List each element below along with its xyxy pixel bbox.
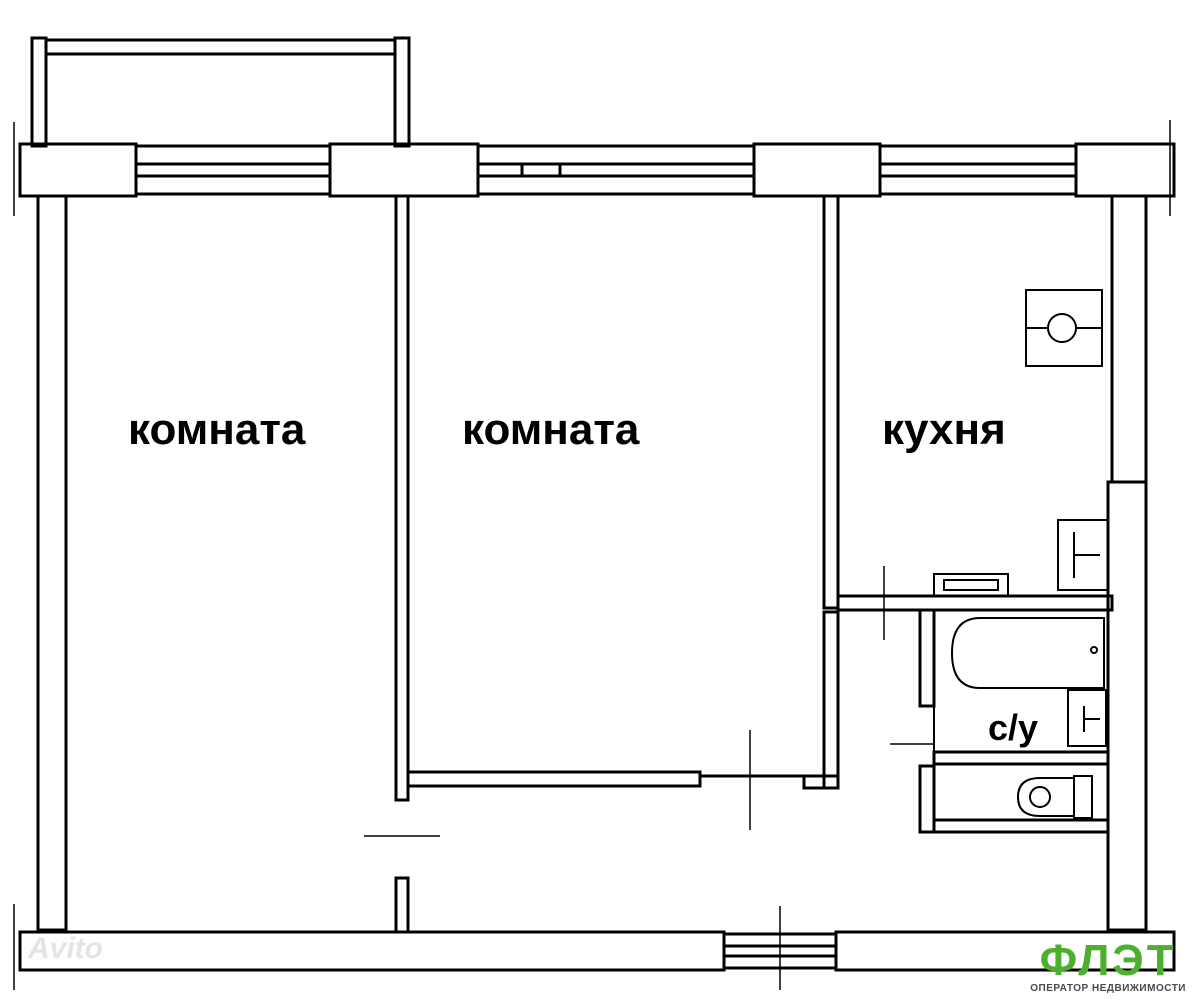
door-marks bbox=[13, 120, 1171, 990]
kitchen-label: кухня bbox=[882, 405, 1006, 454]
right-wall bbox=[1106, 194, 1148, 932]
washbasin-icon bbox=[1067, 689, 1107, 747]
room2-bottom-wall bbox=[406, 770, 702, 788]
partition-rooms bbox=[394, 194, 410, 934]
kitchen-sink-icon bbox=[1057, 519, 1109, 591]
avito-watermark: Avito bbox=[28, 932, 103, 965]
company-logo: ФЛЭТ ОПЕРАТОР НЕДВИЖИМОСТИ bbox=[1030, 936, 1186, 995]
stove-icon bbox=[1025, 289, 1103, 367]
logo-title: ФЛЭТ bbox=[1039, 936, 1177, 985]
bottom-wall bbox=[18, 930, 1176, 972]
bathtub-icon bbox=[933, 609, 1109, 753]
left-wall bbox=[36, 194, 68, 932]
balcony bbox=[30, 36, 411, 148]
bathroom-label: с/у bbox=[988, 707, 1039, 748]
logo-subtitle: ОПЕРАТОР НЕДВИЖИМОСТИ bbox=[1030, 983, 1186, 994]
toilet-icon bbox=[1016, 775, 1093, 819]
top-wall bbox=[18, 142, 1176, 198]
room2-label: комната bbox=[462, 405, 640, 454]
partition-kitchen bbox=[802, 194, 840, 790]
bathroom-walls bbox=[836, 594, 1114, 834]
heater-icon bbox=[933, 573, 1009, 597]
room1-label: комната bbox=[128, 405, 306, 454]
